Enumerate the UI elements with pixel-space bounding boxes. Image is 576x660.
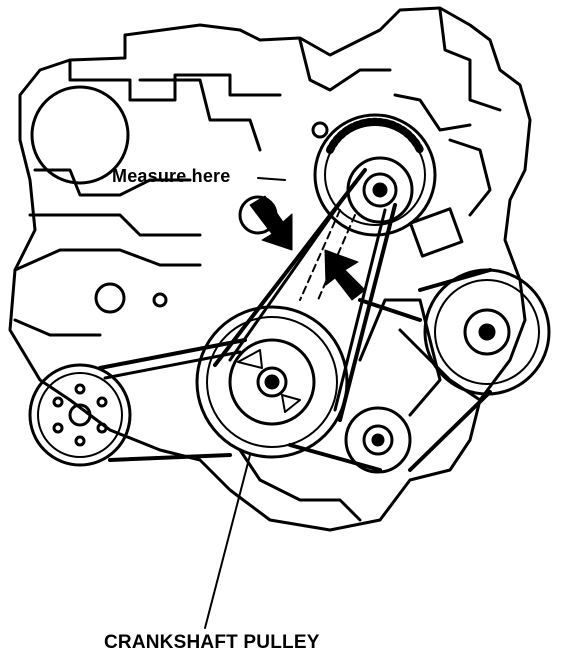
tensioner-pulley-bolt — [372, 182, 388, 198]
casting-rib — [393, 93, 472, 132]
measure-arrow-left — [249, 195, 293, 251]
left-pulley-hole — [52, 396, 64, 408]
tensioner-pulley-hub — [362, 172, 398, 208]
timing-cover-boss — [30, 85, 130, 185]
left-pulley-hole — [96, 396, 108, 408]
casting-rib — [138, 78, 262, 152]
drive-belt — [98, 168, 492, 472]
left-pulley-outer — [28, 363, 132, 467]
ps-pulley-hub — [463, 308, 511, 356]
left-pulley-hole — [74, 435, 86, 447]
valve-cover-edge — [68, 58, 282, 102]
drive-belt-inner — [103, 180, 387, 412]
casting-rib — [238, 448, 362, 522]
measure-arrow-right — [324, 249, 366, 301]
bolt-hole — [152, 292, 168, 308]
bolt-hole — [311, 121, 329, 139]
left-pulley-center — [68, 403, 92, 427]
crankshaft-bolt-center — [264, 374, 280, 390]
crankshaft-key — [237, 349, 301, 413]
casting-rib — [448, 138, 492, 217]
bolt-hole — [94, 282, 126, 314]
casting-rib — [28, 213, 202, 237]
casting-rib — [438, 8, 502, 112]
crankshaft-pulley-hub — [228, 338, 316, 426]
crankshaft-pulley-groove — [206, 316, 338, 448]
belt-deflection — [299, 209, 356, 301]
crankshaft-leader — [204, 454, 251, 629]
tensioner-scale — [326, 117, 424, 154]
left-pulley-inner — [37, 372, 123, 458]
ps-pulley-groove — [434, 279, 540, 385]
casting-rib — [298, 38, 392, 92]
left-pulley-hole — [74, 383, 86, 395]
crankshaft-pulley-label: CRANKSHAFT PULLEY — [104, 632, 320, 653]
left-pulley-hole — [96, 422, 108, 434]
left-pulley-hole — [52, 422, 64, 434]
casting-rib — [13, 248, 202, 272]
tensioner-bracket — [408, 207, 464, 258]
idler-pulley-bolt — [371, 433, 385, 447]
idler-bracket — [358, 298, 442, 417]
crankshaft-pulley-outer — [195, 305, 349, 459]
tensioner-housing — [313, 113, 437, 237]
casting-rib — [33, 168, 192, 197]
idler-pulley — [344, 406, 412, 474]
idler-pulley-hub — [362, 424, 394, 456]
measure-here-label: Measure here — [112, 166, 231, 186]
ps-pulley-bolt — [478, 323, 496, 341]
casting-rib — [13, 318, 102, 337]
measure-leader — [257, 177, 286, 181]
crankshaft-bolt — [256, 366, 288, 398]
